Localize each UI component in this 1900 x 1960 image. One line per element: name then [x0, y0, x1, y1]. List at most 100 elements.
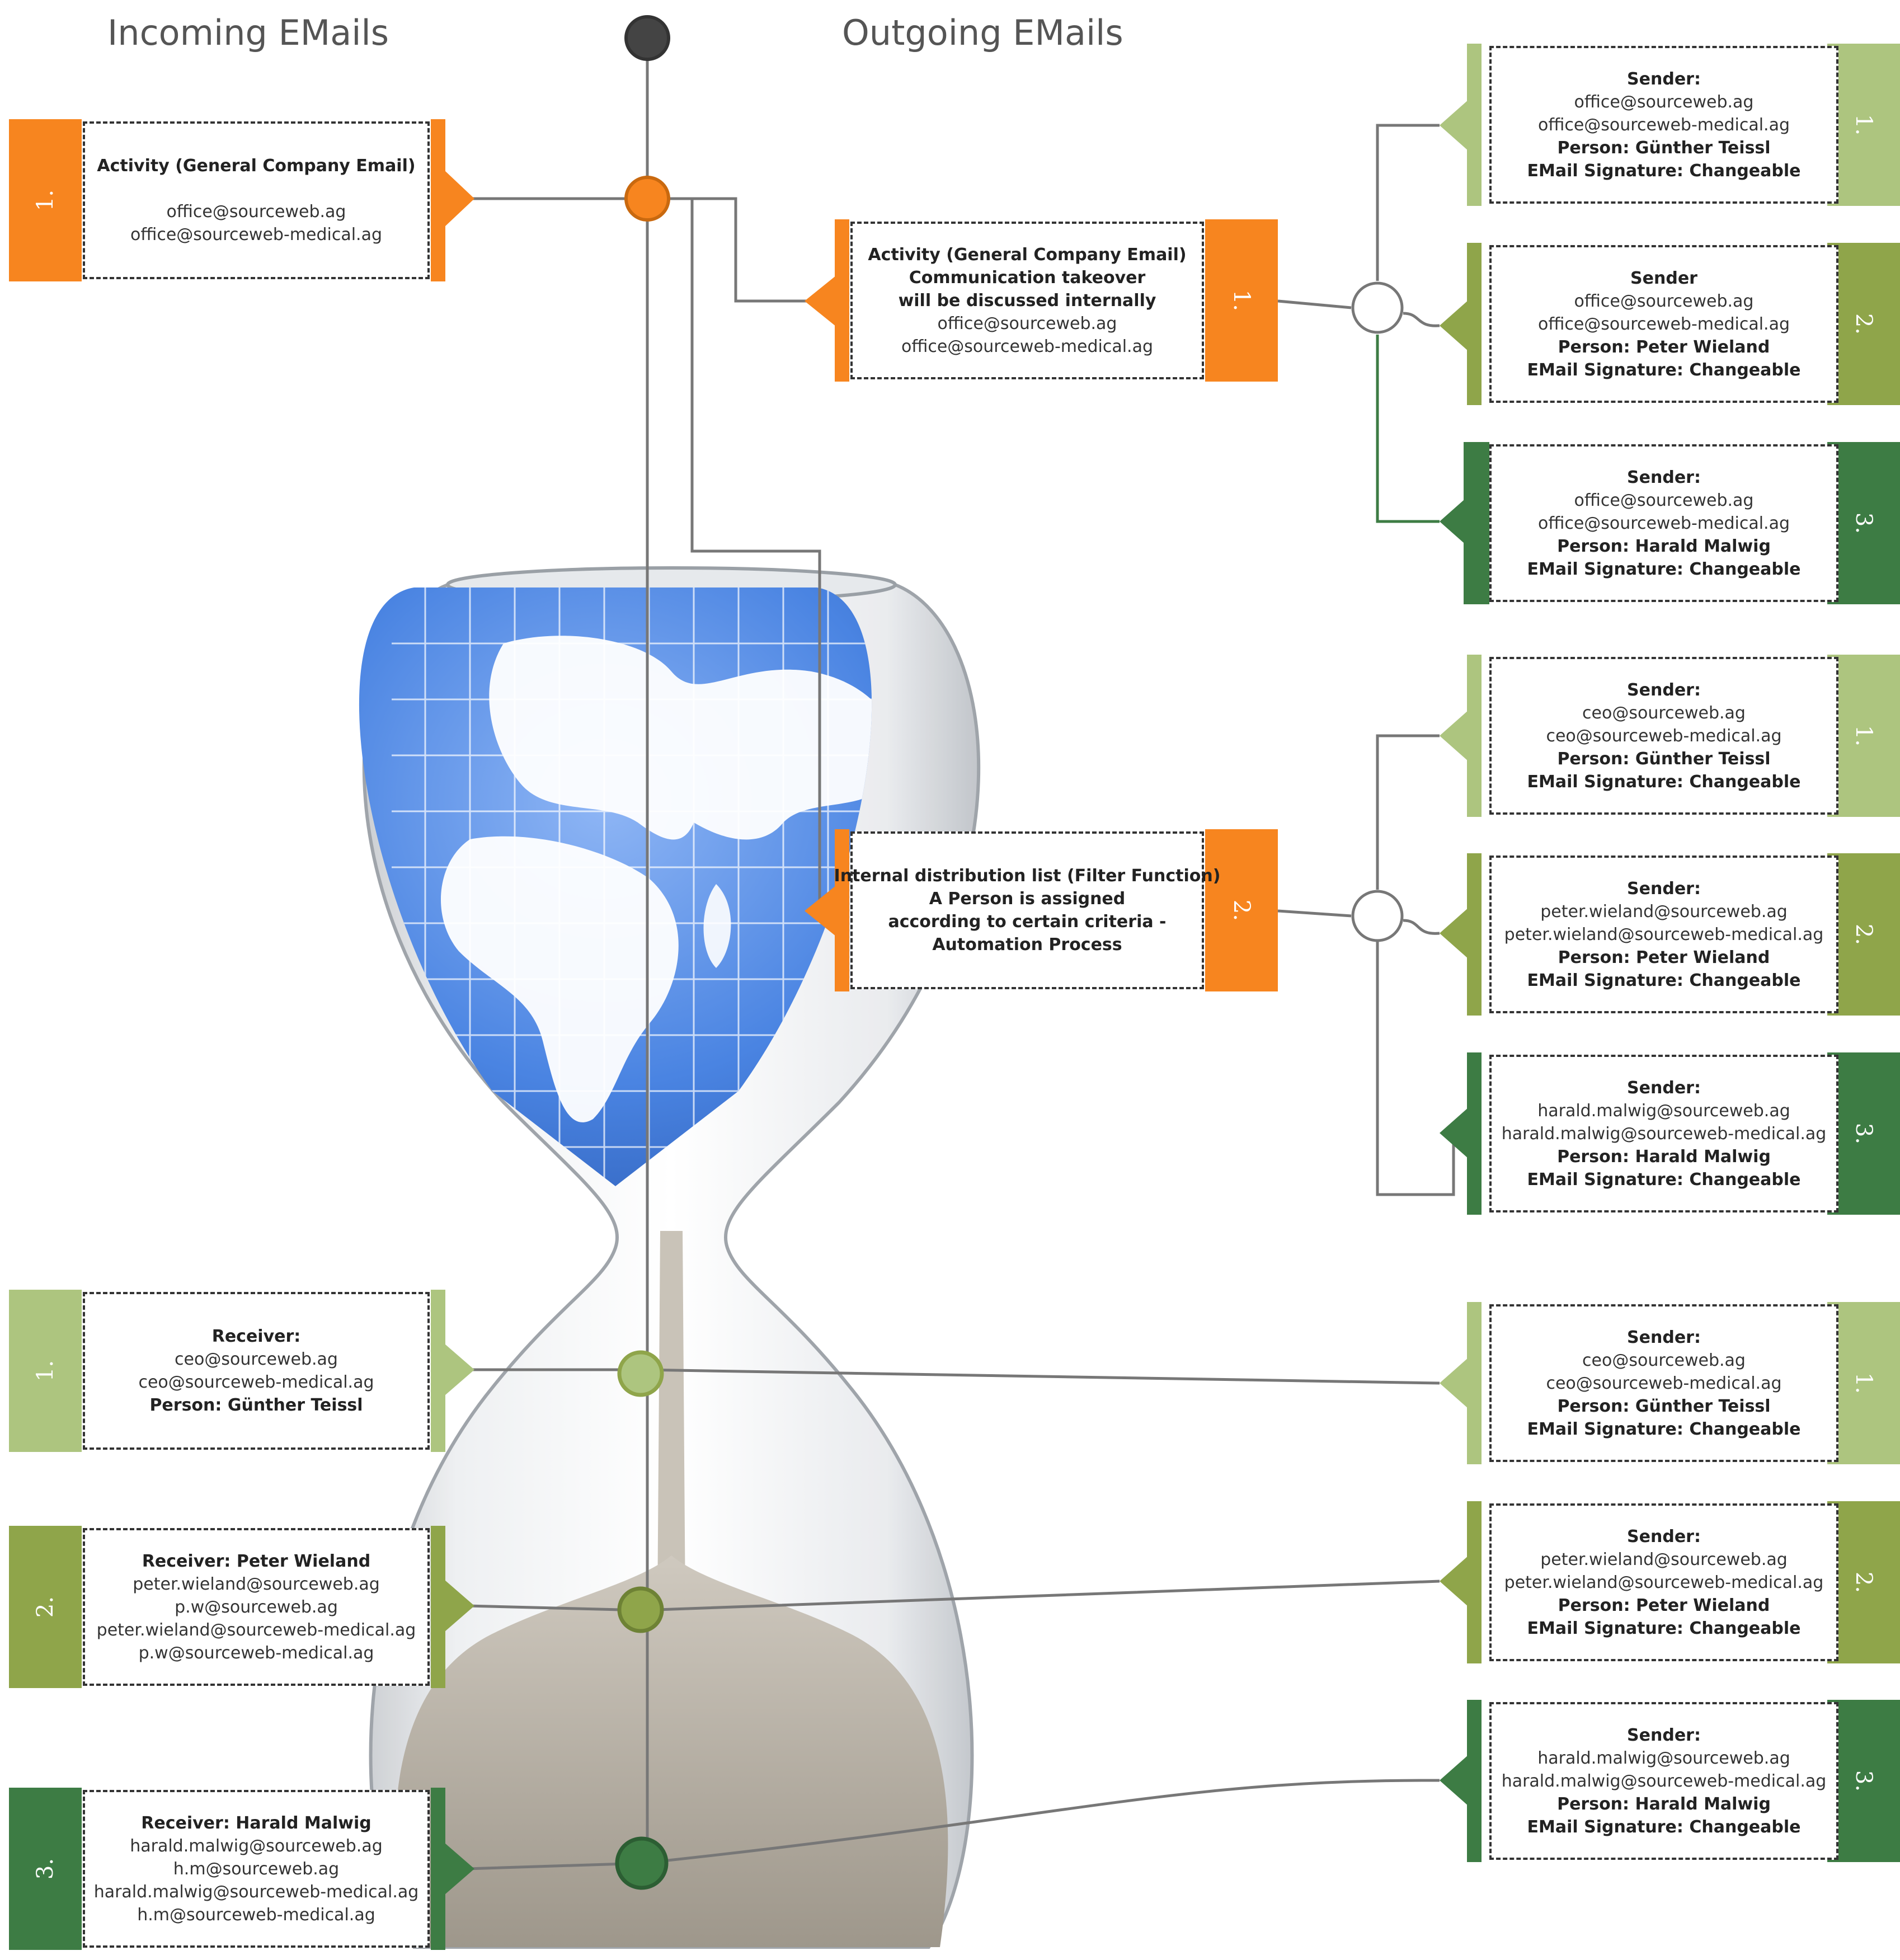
sender-content: Sender: ceo@sourceweb.ag ceo@sourceweb-m…	[1489, 1304, 1838, 1462]
sender-address: harald.malwig@sourceweb.ag	[1537, 1101, 1790, 1121]
sender-strip	[1467, 1302, 1482, 1464]
sender-content: Sender: harald.malwig@sourceweb.ag haral…	[1489, 1055, 1838, 1212]
sender-address: harald.malwig@sourceweb.ag	[1537, 1748, 1790, 1768]
incoming-heading: Incoming EMails	[107, 12, 389, 53]
receiver-address: peter.wieland@sourceweb.ag	[133, 1574, 380, 1594]
receiver-box-1: 1. Receiver: ceo@sourceweb.ag ceo@source…	[9, 1290, 445, 1452]
sender-address: office@sourceweb.ag	[1574, 291, 1754, 311]
branch-1-to-sender-1-2	[1403, 312, 1440, 327]
sender-person: Person: Peter Wieland	[1558, 947, 1770, 967]
sender-label: Sender:	[1627, 1327, 1701, 1347]
receiver-address: h.m@sourceweb-medical.ag	[137, 1905, 375, 1925]
outgoing-activity-address: office@sourceweb-medical.ag	[901, 336, 1154, 356]
sender-signature: EMail Signature: Changeable	[1527, 970, 1801, 990]
sender-person: Person: Günther Teissl	[1557, 1396, 1771, 1416]
sender-box-group2-2: 2. Sender: peter.wieland@sourceweb.ag pe…	[1467, 853, 1900, 1016]
sender-number-band: 2.	[1827, 853, 1900, 1016]
receiver-number-band: 3.	[9, 1788, 82, 1950]
sender-signature: EMail Signature: Changeable	[1527, 161, 1801, 181]
sender-signature: EMail Signature: Changeable	[1527, 559, 1801, 579]
sender-address: peter.wieland@sourceweb.ag	[1540, 901, 1788, 922]
outgoing-activity-line: will be discussed internally	[898, 290, 1156, 311]
outgoing-activity-line: Communication takeover	[909, 267, 1146, 288]
sender-content: Sender: peter.wieland@sourceweb.ag peter…	[1489, 856, 1838, 1013]
sender-signature: EMail Signature: Changeable	[1527, 1169, 1801, 1190]
receiver-3-to-sender-3-3	[467, 1779, 1440, 1870]
hourglass-globe-illustration	[359, 566, 981, 1949]
sender-box-group1-1: 1. Sender: office@sourceweb.ag office@so…	[1467, 44, 1900, 206]
outgoing-activity-number-band: 2.	[1205, 829, 1278, 991]
sender-strip	[1467, 1700, 1482, 1862]
sender-number-band: 3.	[1827, 1700, 1900, 1862]
sender-box-group1-2: 2. Sender office@sourceweb.ag office@sou…	[1467, 243, 1900, 405]
receiver-node-1	[617, 1350, 664, 1397]
sender-person: Person: Harald Malwig	[1557, 1146, 1771, 1167]
receiver-person: Person: Günther Teissl	[149, 1395, 363, 1415]
branch-node-2	[1351, 890, 1404, 942]
branch-2-to-sender-2-3	[1376, 941, 1455, 1196]
outgoing-activity-strip	[835, 829, 849, 991]
sender-signature: EMail Signature: Changeable	[1527, 1618, 1801, 1638]
receiver-number-band: 2.	[9, 1526, 82, 1688]
sender-signature: EMail Signature: Changeable	[1527, 772, 1801, 792]
sender-address: harald.malwig@sourceweb-medical.ag	[1501, 1771, 1827, 1791]
sender-label: Sender:	[1627, 1078, 1701, 1098]
outgoing-activity-content: Activity (General Company Email) Communi…	[850, 222, 1204, 379]
sender-person: Person: Günther Teissl	[1557, 749, 1771, 769]
outgoing-activity-line: Automation Process	[932, 935, 1122, 955]
sender-address: peter.wieland@sourceweb-medical.ag	[1504, 924, 1824, 944]
branch-1-to-sender-1-1	[1376, 124, 1440, 281]
incoming-activity-node	[624, 176, 670, 222]
outgoing-activity-line: according to certain criteria -	[888, 912, 1167, 932]
sender-number-band: 2.	[1827, 243, 1900, 405]
receiver-content: Receiver: Harald Malwig harald.malwig@so…	[83, 1790, 430, 1948]
sender-signature: EMail Signature: Changeable	[1527, 1419, 1801, 1439]
receiver-address: p.w@sourceweb-medical.ag	[138, 1643, 374, 1663]
sender-label: Sender:	[1627, 69, 1701, 89]
sender-person: Person: Harald Malwig	[1557, 536, 1771, 556]
sender-content: Sender: office@sourceweb.ag office@sourc…	[1489, 46, 1838, 204]
outgoing-activity-address: office@sourceweb.ag	[937, 313, 1117, 333]
receiver-address: harald.malwig@sourceweb-medical.ag	[93, 1882, 419, 1902]
receiver-number-band: 1.	[9, 1290, 82, 1452]
receiver-address: peter.wieland@sourceweb-medical.ag	[96, 1620, 416, 1640]
receiver-address: ceo@sourceweb-medical.ag	[138, 1373, 374, 1392]
sender-content: Sender: ceo@sourceweb.ag ceo@sourceweb-m…	[1489, 657, 1838, 815]
sender-signature: EMail Signature: Changeable	[1527, 360, 1801, 380]
branch-1-to-sender-1-3	[1376, 335, 1440, 523]
receiver-node-3	[615, 1836, 669, 1890]
sender-label: Sender:	[1627, 878, 1701, 899]
sender-box-group2-1: 1. Sender: ceo@sourceweb.ag ceo@sourcewe…	[1467, 655, 1900, 817]
sender-label: Sender:	[1627, 1526, 1701, 1547]
sender-address: ceo@sourceweb-medical.ag	[1546, 1373, 1782, 1393]
sender-strip	[1467, 1052, 1482, 1215]
arrow-tabs	[445, 100, 1469, 1895]
sender-strip	[1467, 1501, 1482, 1663]
incoming-activity-title: Activity (General Company Email)	[97, 156, 416, 176]
sender-address: ceo@sourceweb.ag	[1582, 1350, 1746, 1370]
link-outgoing-activity-1	[647, 197, 818, 303]
sender-address: harald.malwig@sourceweb-medical.ag	[1501, 1124, 1827, 1144]
receiver-address: ceo@sourceweb.ag	[175, 1350, 338, 1369]
link-outgoing-activity-2	[690, 199, 821, 912]
sender-box-group3-2: 2. Sender: peter.wieland@sourceweb.ag pe…	[1467, 1501, 1900, 1663]
sender-address: peter.wieland@sourceweb.ag	[1540, 1549, 1788, 1569]
sender-person: Person: Peter Wieland	[1558, 337, 1770, 357]
start-node	[624, 15, 670, 61]
sender-address: office@sourceweb.ag	[1574, 92, 1754, 112]
sender-address: office@sourceweb-medical.ag	[1537, 115, 1790, 135]
incoming-activity-address: office@sourceweb-medical.ag	[130, 225, 383, 245]
incoming-activity-strip	[431, 119, 445, 281]
sender-box-group1-3: 3. Sender: office@sourceweb.ag office@so…	[1464, 442, 1900, 604]
outgoing-activity-title: Internal distribution list (Filter Funct…	[834, 866, 1221, 886]
sender-number-band: 1.	[1827, 44, 1900, 206]
sender-label: Sender:	[1627, 680, 1701, 700]
incoming-activity-box: 1. Activity (General Company Email) offi…	[9, 119, 445, 281]
sender-box-group2-3: 3. Sender: harald.malwig@sourceweb.ag ha…	[1467, 1052, 1900, 1215]
sender-content: Sender: harald.malwig@sourceweb.ag haral…	[1489, 1702, 1838, 1860]
receiver-content: Receiver: Peter Wieland peter.wieland@so…	[83, 1528, 430, 1686]
branch-node-1	[1351, 281, 1404, 334]
receiver-strip	[431, 1290, 445, 1452]
receiver-box-3: 3. Receiver: Harald Malwig harald.malwig…	[9, 1788, 445, 1950]
